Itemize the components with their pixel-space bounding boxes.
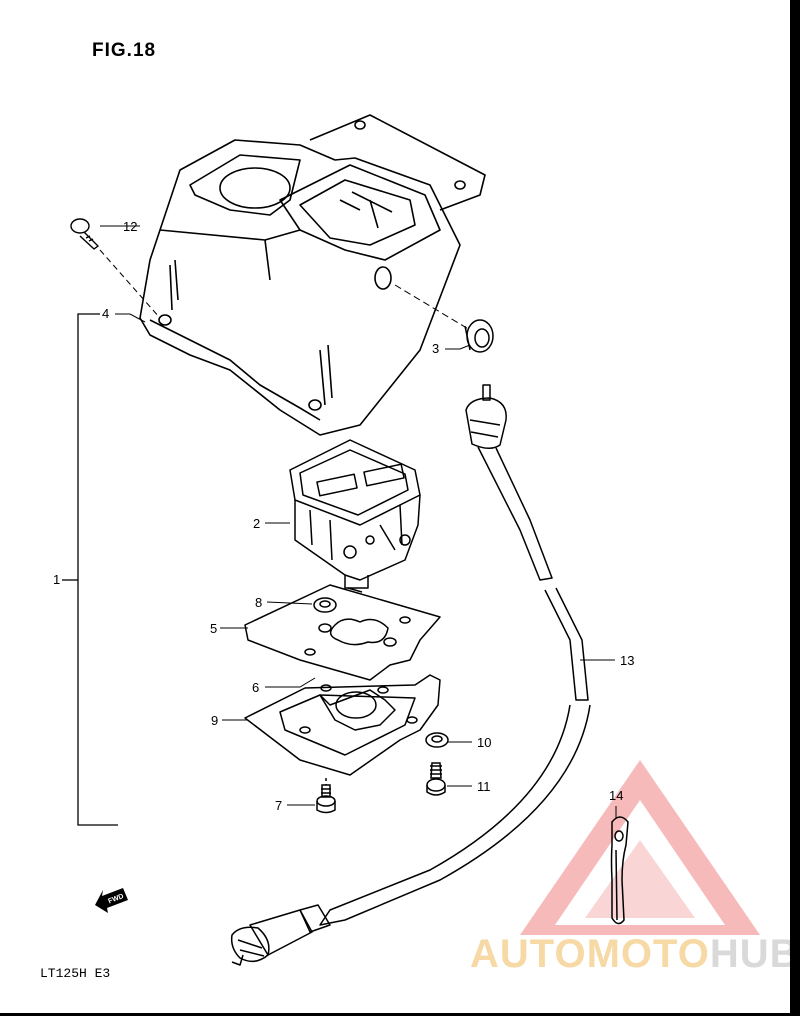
watermark-text-part2: HUB xyxy=(709,932,800,976)
speedometer-assembly xyxy=(289,439,421,593)
grommet-3 xyxy=(394,284,494,353)
bolt-7 xyxy=(316,778,336,814)
housing-cover xyxy=(139,114,486,436)
leader-lines xyxy=(100,225,617,818)
callout-9: 9 xyxy=(211,713,218,728)
watermark-text-part1: AUTOMOTO xyxy=(470,932,710,976)
callout-10: 10 xyxy=(477,735,491,750)
callout-14: 14 xyxy=(609,788,623,803)
callout-5: 5 xyxy=(210,621,217,636)
washer-10 xyxy=(425,732,449,748)
callout-3: 3 xyxy=(432,341,439,356)
callout-numbers: 1 2 3 4 5 6 7 8 9 10 11 12 13 14 xyxy=(53,219,634,813)
callout-13: 13 xyxy=(620,653,634,668)
cable-clamp-14 xyxy=(610,816,629,925)
callout-11: 11 xyxy=(477,779,491,794)
bracket-9 xyxy=(244,674,441,776)
fwd-arrow-icon: FWD xyxy=(95,888,128,913)
callout-8: 8 xyxy=(255,595,262,610)
watermark-text: AUTOMOTOHUB xyxy=(470,932,800,977)
assembly-bracket-1 xyxy=(62,313,118,826)
speedometer-cable xyxy=(230,384,591,966)
callout-6: 6 xyxy=(252,680,259,695)
figure-title: FIG.18 xyxy=(92,40,157,61)
callout-7: 7 xyxy=(275,798,282,813)
callout-2: 2 xyxy=(253,516,260,531)
callout-12: 12 xyxy=(123,219,137,234)
bolt-11 xyxy=(426,762,446,796)
model-code: LT125H E3 xyxy=(40,966,111,981)
screw-12 xyxy=(70,218,161,319)
callout-1: 1 xyxy=(53,572,60,587)
right-border xyxy=(790,0,800,1016)
washer-8 xyxy=(313,597,337,613)
gasket-5 xyxy=(244,584,441,681)
callout-4: 4 xyxy=(102,306,109,321)
watermark-logo xyxy=(520,760,760,935)
bottom-border xyxy=(0,1013,800,1016)
